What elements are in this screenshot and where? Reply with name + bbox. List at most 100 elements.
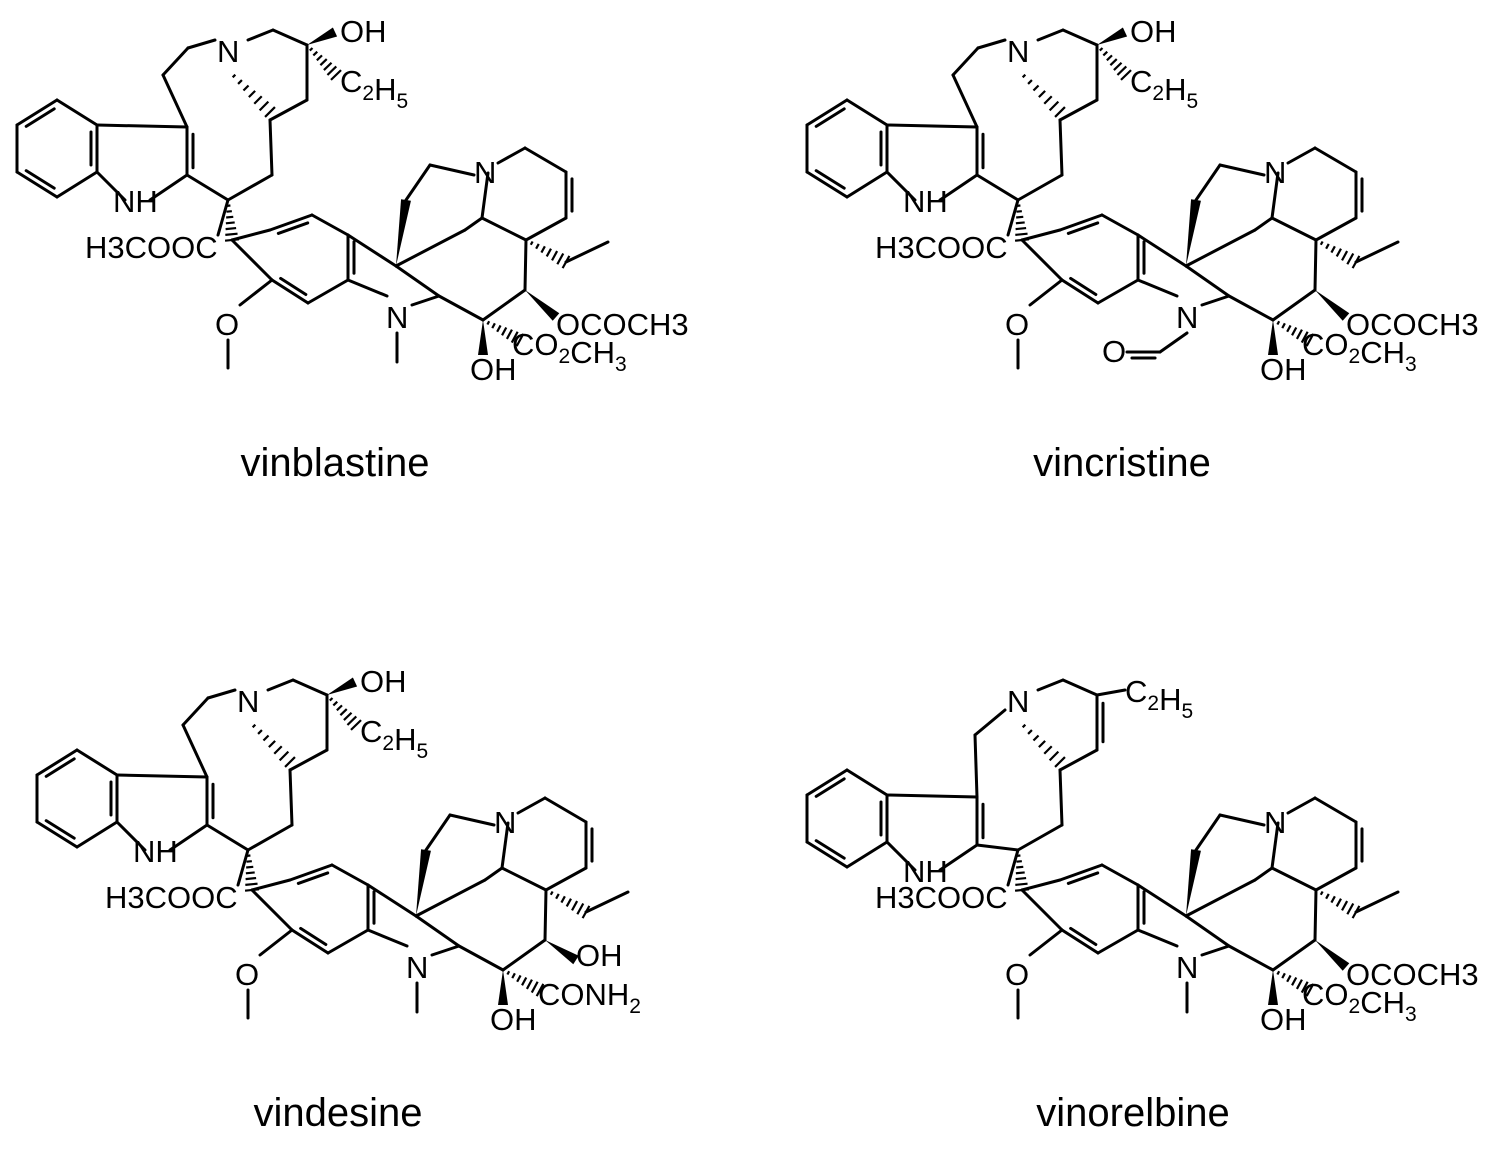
aryl-bond [1060, 928, 1100, 955]
indole-benzene-bond [845, 840, 889, 869]
aryl-bond [1020, 888, 1064, 932]
aryl-bond [1060, 278, 1100, 305]
aryl-bond [1058, 863, 1104, 882]
indoline-n-label: N [1176, 300, 1198, 335]
bond [291, 678, 329, 697]
bond [1016, 823, 1064, 852]
indole-benzene-bond [845, 98, 889, 127]
aryl-bond [250, 878, 292, 892]
bond [1194, 813, 1222, 852]
bond [1036, 28, 1065, 42]
bond [1136, 883, 1188, 918]
bond [1314, 866, 1358, 892]
bond [1136, 928, 1179, 948]
ethyl-hash [1319, 890, 1361, 919]
aryl-bond-inner [1066, 871, 1100, 885]
hydroxyl-bottom-label: OH [1260, 1002, 1307, 1037]
bond [544, 866, 588, 892]
indole-benzene-bond [75, 820, 119, 849]
indole-pyrrole-bond [938, 843, 979, 872]
aryl-bond [1020, 878, 1062, 892]
bond [1270, 171, 1280, 220]
indole-pyrrole-bond [115, 820, 147, 852]
bond [410, 294, 441, 307]
ring-wedge [396, 199, 411, 266]
methyl-ester-label: H3COOC [105, 880, 238, 915]
bond [1218, 813, 1266, 827]
indole-benzene-bond-inner [814, 169, 846, 190]
ethyl-hash [1099, 47, 1132, 81]
hydroxyl-bottom-label: OH [470, 352, 517, 387]
bond [288, 748, 329, 772]
bond [523, 146, 568, 174]
piperidine-n-label: N [1007, 684, 1029, 719]
bond [161, 73, 189, 129]
indole-benzene-bond-inner [24, 107, 56, 128]
bond [1271, 288, 1317, 322]
bond [181, 723, 209, 779]
bond [1184, 878, 1257, 918]
amide-label: CONH2 [538, 977, 641, 1018]
bond [1286, 146, 1317, 165]
bond [185, 173, 230, 202]
indole-nh-label: NH [133, 834, 178, 869]
bond [1313, 796, 1358, 824]
hydroxyl-wedge [498, 970, 508, 1005]
indole-nh-label: NH [113, 184, 158, 219]
ring-wedge [416, 849, 431, 916]
bridge-hash [1021, 73, 1066, 118]
ester-hash [1276, 320, 1315, 347]
indole-pyrrole-bond [95, 170, 127, 202]
bond [1036, 678, 1065, 692]
molecule-name: vinblastine [240, 441, 429, 485]
biaryl-hash [1014, 854, 1030, 892]
indole-pyrrole-bond [885, 793, 979, 799]
hydroxyl-right-label: OH [576, 938, 623, 973]
bond [543, 888, 548, 942]
indole-pyrrole-bond [168, 823, 209, 852]
indole-pyrrole-bond [95, 123, 189, 129]
aryl-bond-inner [1069, 276, 1098, 296]
bond [457, 944, 505, 972]
indoline-n-label: N [386, 300, 408, 335]
indole-nh-label: NH [903, 854, 948, 889]
bond [246, 823, 294, 852]
bond [161, 46, 190, 77]
bond [414, 878, 487, 918]
ring-wedge [1186, 849, 1201, 916]
aryl-bond [1096, 278, 1140, 305]
hydroxyl-top-label: OH [340, 14, 387, 49]
aryl-bond [1058, 213, 1104, 232]
ethyl-hash [549, 890, 591, 919]
aryl-bond [1020, 238, 1064, 282]
aryl-bond [288, 863, 334, 882]
bridge-hash [1021, 723, 1066, 768]
indole-benzene-bond-inner [44, 757, 76, 778]
bond [463, 216, 484, 232]
bond [366, 928, 409, 948]
acetate-label: OCOCH3 [556, 307, 689, 342]
bond [1271, 938, 1317, 972]
bond [1314, 216, 1358, 242]
bond [236, 848, 250, 887]
methyl-ester-label: H3COOC [875, 880, 1008, 915]
aryl-bond [250, 888, 294, 932]
bond [1136, 233, 1188, 268]
bond [1058, 98, 1099, 122]
bond [205, 823, 250, 852]
methyl-ester-label: H3COOC [875, 230, 1008, 265]
bond [1184, 914, 1231, 948]
bond [414, 914, 461, 948]
bond [951, 73, 979, 129]
ethyl-label: C2H5 [1130, 64, 1198, 113]
hydroxyl-wedge [545, 940, 579, 965]
bond [1286, 796, 1317, 815]
aryl-bond [268, 213, 314, 232]
ester-hash [486, 320, 525, 347]
bond [1028, 928, 1064, 957]
bond [975, 173, 1020, 202]
aryl-bond-inner [279, 276, 308, 296]
bond [481, 288, 527, 322]
bond [1006, 198, 1020, 237]
